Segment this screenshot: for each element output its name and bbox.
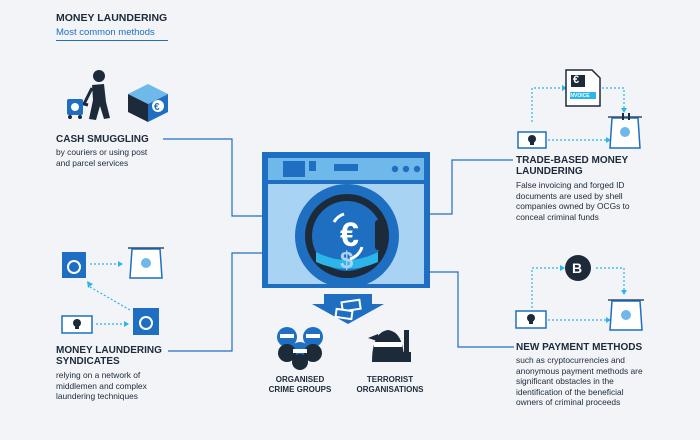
hanging-note-icon-trade <box>608 113 642 149</box>
new-payment-desc: such as cryptocurrencies and anonymous p… <box>516 355 643 407</box>
small-washer-icon-top <box>62 252 86 278</box>
payment-dotted-arrows <box>531 267 625 321</box>
courier-icon <box>67 70 110 120</box>
svg-text:$: $ <box>340 247 354 274</box>
crime-group-icon <box>277 327 323 370</box>
detergent-drawer <box>283 161 305 177</box>
washing-machine <box>262 152 430 288</box>
bitcoin-icon <box>565 255 591 281</box>
cash-smuggling-desc: by couriers or using post and parcel ser… <box>56 147 148 168</box>
crime-groups-caption: ORGANISED CRIME GROUPS <box>268 375 332 394</box>
syndicates-title: MONEY LAUNDERING SYNDICATES <box>56 345 162 367</box>
euro-dollar-icon: € $ <box>332 212 364 274</box>
trade-based-desc: False invoicing and forged ID documents … <box>516 180 630 222</box>
page-subtitle: Most common methods <box>56 27 155 38</box>
skull-banknote-icon-payment <box>515 310 547 329</box>
terrorist-caption: TERRORIST ORGANISATIONS <box>356 375 424 394</box>
trade-based-title: TRADE-BASED MONEY LAUNDERING <box>516 155 629 177</box>
skull-banknote-icon-trade <box>517 131 547 149</box>
connector-syndicates <box>168 252 290 352</box>
syndicates-desc: relying on a network of middlemen and co… <box>56 370 147 401</box>
output-arrow <box>312 294 384 324</box>
invoice-label: INVOICE <box>569 93 590 99</box>
hanging-note-icon-payment <box>608 299 644 331</box>
terrorist-icon <box>368 330 411 362</box>
invoice-euro-glyph: € <box>573 74 580 86</box>
svg-text:€: € <box>340 216 359 254</box>
connector-cash-smuggling <box>163 138 290 217</box>
cash-smuggling-title: CASH SMUGGLING <box>56 134 149 145</box>
small-washer-icon-bottom <box>133 308 159 335</box>
subtitle-underline <box>56 40 168 41</box>
syndicate-dotted-arrows <box>89 263 131 325</box>
hanging-note-icon-syndicate <box>128 247 164 279</box>
page-title: MONEY LAUNDERING <box>56 12 168 24</box>
trade-dotted-arrows <box>531 87 625 141</box>
skull-banknote-icon-syndicate <box>61 315 93 334</box>
bitcoin-glyph: B <box>572 260 583 276</box>
svg-text:€: € <box>154 102 160 113</box>
invoice-icon <box>565 69 601 107</box>
parcel-icon: € <box>128 84 168 122</box>
new-payment-title: NEW PAYMENT METHODS <box>516 342 643 353</box>
